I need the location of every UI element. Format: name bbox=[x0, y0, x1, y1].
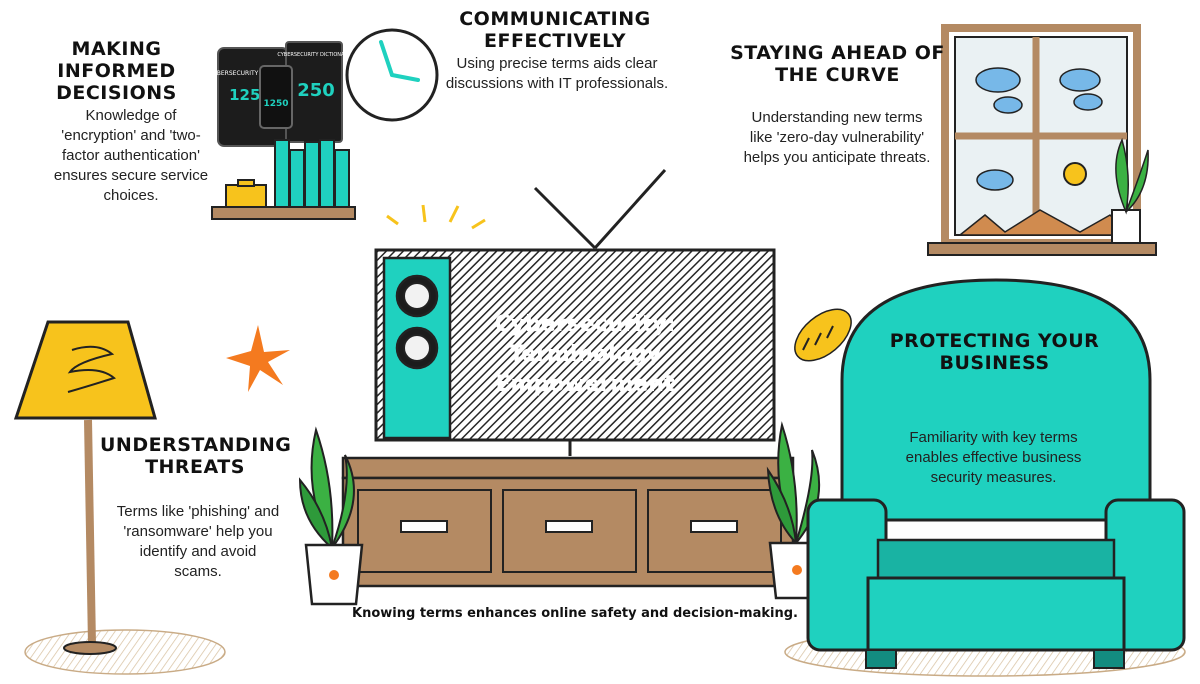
tv-stand bbox=[341, 456, 795, 588]
ahead-curve-text-line3: helps you anticipate threats. bbox=[743, 149, 931, 166]
threats-text-line2: 'ransomware' help you bbox=[123, 523, 273, 540]
business-text-line3: security measures. bbox=[930, 469, 1057, 486]
informed-decisions-heading-line1: MAKING INFORMED bbox=[57, 38, 176, 82]
left-rug bbox=[24, 629, 226, 675]
informed-decisions-text-line4: ensures secure service bbox=[53, 167, 209, 184]
ahead-curve-text-line1: Understanding new terms bbox=[751, 109, 923, 126]
star-decoration bbox=[226, 325, 290, 392]
communicating-text-line1: Using precise terms aids clear bbox=[456, 55, 658, 72]
center-title-line2: Terminology bbox=[509, 342, 661, 367]
informed-decisions-text-line1: Knowledge of bbox=[85, 107, 177, 124]
business-text-line1: Familiarity with key terms bbox=[909, 429, 1078, 446]
bookshelf: CYBERSECURITY DICTIONARY 1250 CYBERSECUR… bbox=[209, 41, 356, 220]
communicating-heading: COMMUNICATING EFFECTIVELY bbox=[440, 8, 670, 52]
book-title: CYBERSECURITY DICTIONARY bbox=[277, 52, 351, 58]
business-text-line2: enables effective business bbox=[905, 449, 1082, 466]
bread-decoration bbox=[794, 308, 852, 362]
threats-heading: UNDERSTANDING THREATS bbox=[100, 434, 292, 478]
ahead-curve-heading-line2: THE CURVE bbox=[775, 64, 900, 86]
ahead-curve-heading: STAYING AHEAD OF THE CURVE bbox=[725, 42, 950, 86]
communicating-text: Using precise terms aids clear discussio… bbox=[432, 54, 682, 94]
ahead-curve-text-line2: like 'zero-day vulnerability' bbox=[749, 129, 925, 146]
ahead-curve-text: Understanding new terms like 'zero-day v… bbox=[732, 108, 942, 168]
business-heading: PROTECTING YOUR BUSINESS bbox=[882, 330, 1107, 374]
armchair bbox=[806, 278, 1186, 669]
center-title-line3: Empowerment bbox=[495, 372, 675, 397]
business-text: Familiarity with key terms enables effec… bbox=[886, 428, 1101, 488]
tablet-book-title: CYBERSECURITY DICTIONARY bbox=[209, 70, 297, 77]
tv-antenna bbox=[386, 168, 667, 250]
threats-heading-line1: UNDERSTANDING bbox=[100, 434, 292, 456]
threats-text-line3: identify and avoid bbox=[139, 543, 257, 560]
business-heading-line1: PROTECTING YOUR bbox=[889, 330, 1100, 352]
phone-number: 1250 bbox=[263, 99, 288, 109]
informed-decisions-heading: MAKING INFORMED DECISIONS bbox=[14, 38, 219, 104]
threats-text: Terms like 'phishing' and 'ransomware' h… bbox=[108, 502, 288, 582]
left-plant bbox=[298, 426, 364, 606]
wall-clock bbox=[345, 28, 439, 122]
informed-decisions-text-line5: choices. bbox=[103, 187, 159, 204]
communicating-text-line2: discussions with IT professionals. bbox=[445, 75, 669, 92]
book-number: 250 bbox=[297, 80, 335, 101]
ahead-curve-heading-line1: STAYING AHEAD OF bbox=[730, 42, 945, 64]
window bbox=[927, 24, 1157, 256]
informed-decisions-text: Knowledge of 'encryption' and 'two- fact… bbox=[40, 106, 222, 206]
footer-caption: Knowing terms enhances online safety and… bbox=[352, 606, 798, 621]
center-title-line1: Cybersecurity: bbox=[494, 312, 676, 337]
communicating-heading-line2: EFFECTIVELY bbox=[484, 30, 626, 52]
floor-lamp bbox=[13, 320, 157, 655]
threats-heading-line2: THREATS bbox=[145, 456, 245, 478]
threats-text-line1: Terms like 'phishing' and bbox=[116, 503, 280, 520]
business-heading-line2: BUSINESS bbox=[939, 352, 1050, 374]
communicating-heading-line1: COMMUNICATING bbox=[459, 8, 651, 30]
informed-decisions-heading-line2: DECISIONS bbox=[56, 82, 177, 104]
informed-decisions-text-line3: factor authentication' bbox=[62, 147, 200, 164]
center-title: Cybersecurity: Terminology Empowerment bbox=[470, 310, 700, 400]
informed-decisions-text-line2: 'encryption' and 'two- bbox=[61, 127, 201, 144]
threats-text-line4: scams. bbox=[174, 563, 222, 580]
television bbox=[374, 248, 776, 456]
